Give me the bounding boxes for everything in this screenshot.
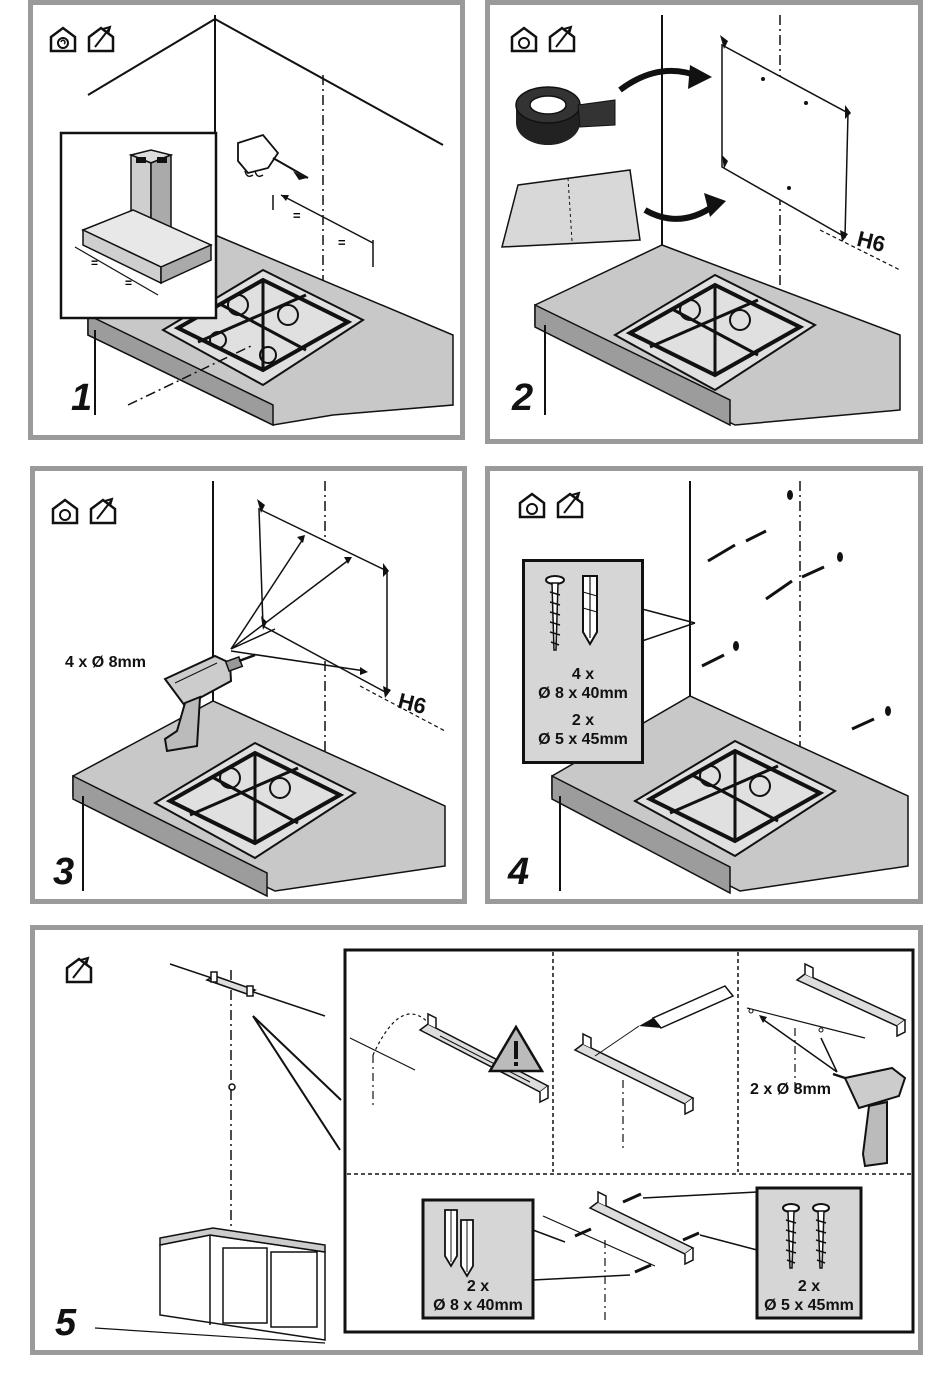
step-1-illustration: = = = =: [33, 5, 465, 440]
plug-size-label: Ø 8 x 40mm: [525, 684, 641, 703]
ducted-exhaust-house-icon: [558, 493, 582, 517]
step-panel-5: 2 x Ø 8mm 2 x Ø 8 x 40mm 2 x Ø 5 x 45mm …: [30, 925, 923, 1355]
plug-size-label: Ø 8 x 40mm: [417, 1296, 539, 1315]
drill-size-label: 2 x Ø 8mm: [750, 1080, 831, 1099]
screw-size-label: Ø 5 x 45mm: [525, 730, 641, 749]
svg-text:=: =: [293, 208, 301, 223]
screw-qty-label: 2 x: [757, 1277, 861, 1296]
step-panel-4: 4 x Ø 8 x 40mm 2 x Ø 5 x 45mm 4: [485, 466, 923, 904]
ducted-exhaust-house-icon: [91, 499, 115, 523]
ducted-exhaust-house-icon: [67, 958, 91, 982]
svg-text:=: =: [91, 256, 98, 270]
step-2-illustration: [490, 5, 923, 444]
recirculation-house-icon: [512, 28, 536, 51]
fixings-drawing: [525, 562, 641, 662]
step-number: 4: [508, 851, 529, 894]
hand-marking-icon: [238, 135, 308, 180]
step-panel-1: = = = = 1: [28, 0, 465, 440]
recirculation-house-icon: [51, 28, 75, 51]
screw-qty-label: 2 x: [525, 711, 641, 730]
svg-text:=: =: [125, 276, 132, 290]
step-number: 3: [53, 851, 74, 894]
hood-inset: = =: [61, 133, 216, 318]
step-number: 2: [512, 377, 533, 420]
recirculation-house-icon: [520, 494, 544, 517]
wall-plug-icon: [583, 576, 597, 644]
plug-qty-label: 2 x: [423, 1277, 533, 1296]
ducted-exhaust-house-icon: [550, 27, 574, 51]
step-panel-2: H6 2: [485, 0, 923, 444]
screw-icon: [546, 576, 564, 650]
step-panel-3: 4 x Ø 8mm H6 3: [30, 466, 467, 904]
fixings-inset: 4 x Ø 8 x 40mm 2 x Ø 5 x 45mm: [522, 559, 644, 764]
svg-text:=: =: [338, 235, 346, 250]
tape-roll-icon: [516, 87, 615, 145]
drill-size-label: 4 x Ø 8mm: [65, 653, 146, 672]
step-number: 5: [55, 1302, 76, 1345]
screw-size-label: Ø 5 x 45mm: [749, 1296, 869, 1315]
ducted-exhaust-house-icon: [89, 27, 113, 51]
step-number: 1: [71, 377, 92, 420]
plug-qty-label: 4 x: [525, 665, 641, 684]
recirculation-house-icon: [53, 500, 77, 523]
